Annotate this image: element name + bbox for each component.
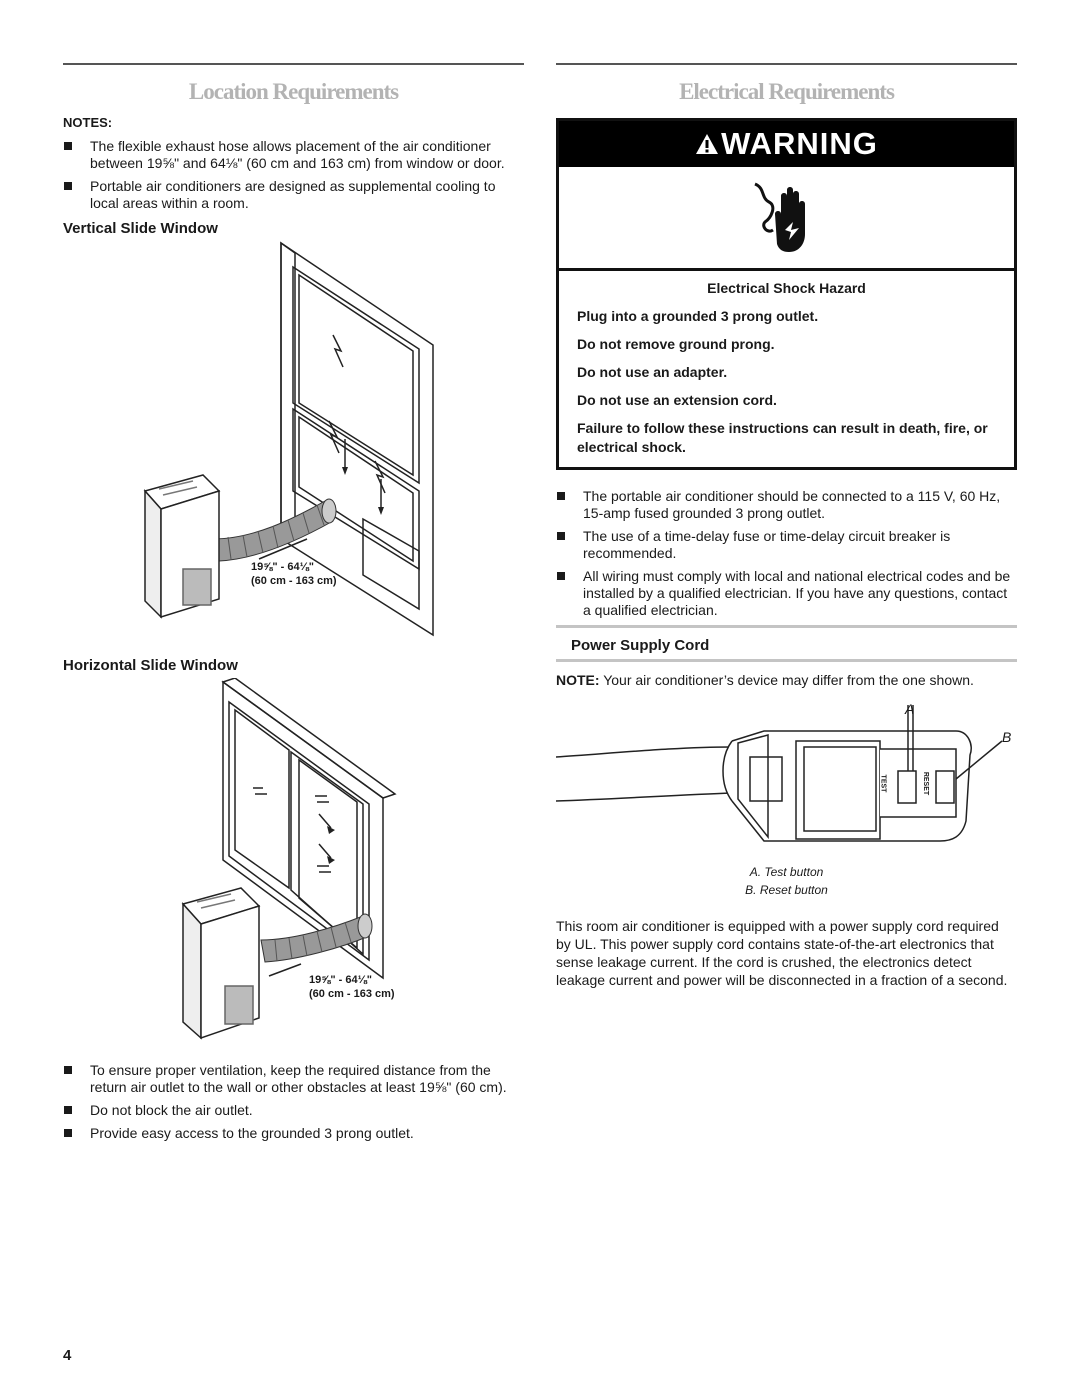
reset-button: RESET [922,771,930,796]
note-text: Your air conditioner’s device may differ… [599,672,974,688]
top-rule [556,63,1017,65]
ventilation-item: Provide easy access to the grounded 3 pr… [63,1125,524,1142]
label-a: A [905,701,915,717]
shock-hazard-icon-row [559,167,1014,271]
warning-text: Electrical Shock Hazard Plug into a grou… [559,271,1014,467]
electrical-requirements-column: Electrical Requirements WARNING Electric… [555,63,1017,989]
power-cord-heading: Power Supply Cord [571,637,710,654]
caption-b: B. Reset button [745,883,828,897]
caption-a: A. Test button [749,865,824,879]
note-label: NOTE: [556,672,600,688]
vertical-slide-illustration: 19⅝" - 64⅛" (60 cm - 163 cm) [63,239,524,639]
warning-line: Do not use an extension cord. [577,392,777,408]
warning-box: WARNING Electrical Shock Hazard Plug int… [556,118,1017,470]
top-rule [63,63,524,65]
electrical-item: The use of a time-delay fuse or time-del… [556,528,1017,562]
vertical-window-drawing [143,241,434,637]
horizontal-slide-heading: Horizontal Slide Window [63,657,238,674]
note-item: The flexible exhaust hose allows placeme… [63,138,524,172]
warning-label: WARNING [721,126,878,161]
warning-line: Do not remove ground prong. [577,336,775,352]
plug-illustration: A B TEST RESET [555,701,1017,861]
notes-list: The flexible exhaust hose allows placeme… [63,138,524,212]
vertical-dim-cm: (60 cm - 163 cm) [251,575,337,587]
test-button: TEST [879,774,887,793]
warning-line: Do not use an adapter. [577,364,728,380]
power-cord-top-rule [556,625,1017,628]
note-item: Portable air conditioners are designed a… [63,178,524,212]
electrical-item: All wiring must comply with local and na… [556,568,1017,619]
label-b: B [1002,729,1012,745]
page-number: 4 [63,1347,72,1364]
ventilation-item: Do not block the air outlet. [63,1102,524,1119]
electric-shock-hand-icon [753,182,805,252]
warning-hazard-title: Electrical Shock Hazard [707,280,866,296]
warning-line: Plug into a grounded 3 prong outlet. [577,308,819,324]
horizontal-slide-illustration: 19⅝" - 64⅛" (60 cm - 163 cm) [63,677,524,1048]
horizontal-window-drawing [181,677,397,1040]
vertical-slide-heading: Vertical Slide Window [63,220,218,237]
electrical-title: Electrical Requirements [679,79,895,104]
notes-label: NOTES: [63,115,113,130]
cord-note: NOTE: Your air conditioner’s device may … [556,672,1017,689]
warning-triangle-icon [696,134,719,154]
electrical-item: The portable air conditioner should be c… [556,488,1017,522]
ventilation-item: To ensure proper ventilation, keep the r… [63,1062,524,1096]
horizontal-dim-inches: 19⅝" - 64⅛" [309,974,373,986]
ventilation-list: To ensure proper ventilation, keep the r… [63,1062,524,1142]
gfci-plug-drawing [555,705,1003,842]
cord-paragraph: This room air conditioner is equipped wi… [556,918,1008,988]
power-cord-bottom-rule [556,659,1017,662]
warning-header: WARNING [559,121,1014,167]
electrical-bullets: The portable air conditioner should be c… [556,488,1017,619]
vertical-dim-inches: 19⅝" - 64⅛" [251,561,315,573]
warning-line: Failure to follow these instructions can… [577,420,988,455]
location-requirements-column: Location Requirements NOTES: The flexibl… [63,63,524,1148]
horizontal-dim-cm: (60 cm - 163 cm) [309,988,395,1000]
location-title: Location Requirements [188,79,399,104]
